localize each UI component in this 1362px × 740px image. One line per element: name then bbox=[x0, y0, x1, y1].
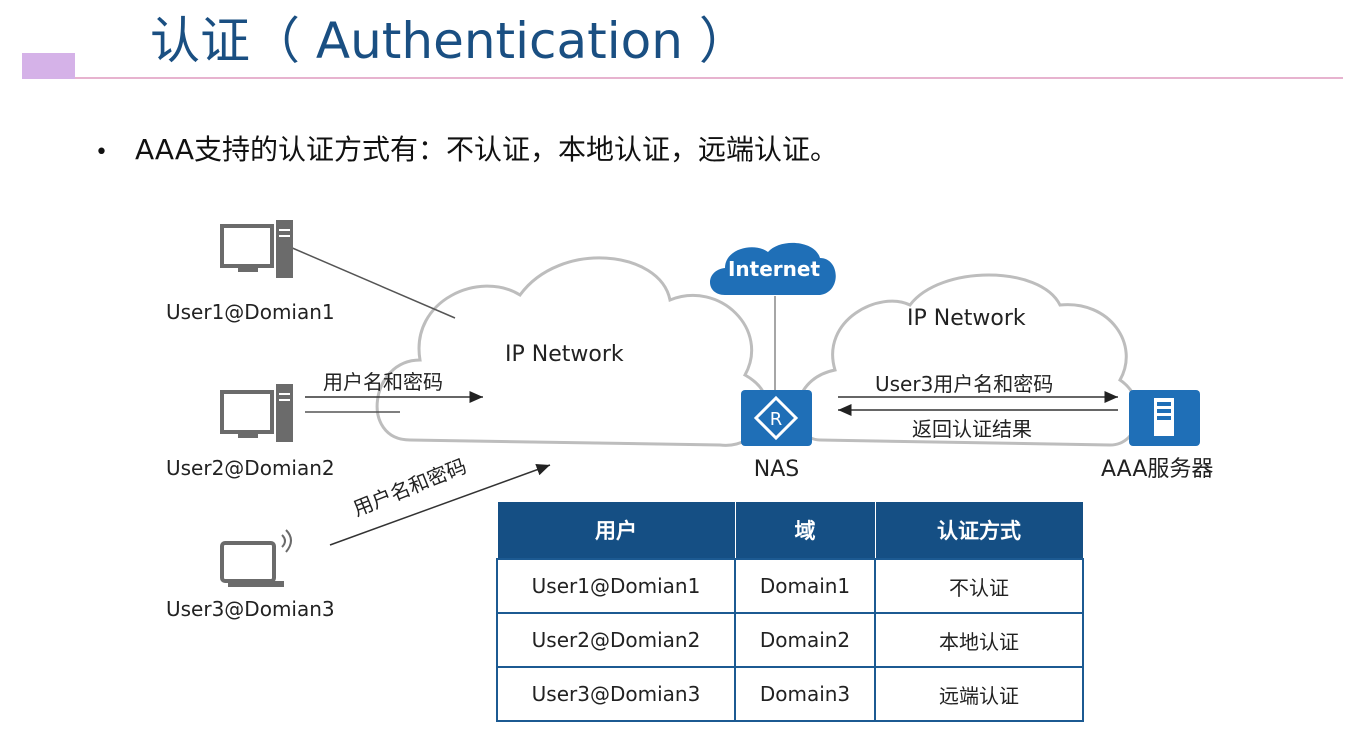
to-server-arrow-label: User3用户名和密码 bbox=[875, 372, 1054, 396]
nas-label: NAS bbox=[753, 457, 800, 482]
cell-domain: Domain2 bbox=[734, 612, 876, 668]
header-auth-method: 认证方式 bbox=[874, 501, 1084, 560]
table-row: User1@Domian1 Domain1 不认证 bbox=[496, 558, 1084, 614]
user1-label: User1@Domian1 bbox=[166, 300, 335, 324]
cell-user: User2@Domian2 bbox=[496, 612, 736, 668]
svg-text:R: R bbox=[770, 409, 783, 430]
table-row: User3@Domian3 Domain3 远端认证 bbox=[496, 666, 1084, 722]
bullet-dot-icon: • bbox=[95, 140, 108, 165]
cell-domain: Domain1 bbox=[734, 558, 876, 614]
table-row: User2@Domian2 Domain2 本地认证 bbox=[496, 612, 1084, 668]
bullet-point: • AAA支持的认证方式有：不认证，本地认证，远端认证。 bbox=[95, 130, 838, 170]
cell-auth-method: 本地认证 bbox=[874, 612, 1084, 668]
cell-user: User1@Domian1 bbox=[496, 558, 736, 614]
user2-computer-icon bbox=[220, 384, 293, 442]
title-accent-block bbox=[22, 53, 75, 79]
aaa-server-icon bbox=[1129, 390, 1200, 446]
cell-user: User3@Domian3 bbox=[496, 666, 736, 722]
right-cloud bbox=[796, 273, 1140, 447]
auth-method-table: 用户 域 认证方式 User1@Domian1 Domain1 不认证 User… bbox=[496, 501, 1084, 722]
header-domain: 域 bbox=[734, 501, 876, 560]
aaa-server-label: AAA服务器 bbox=[1101, 457, 1214, 482]
header-user: 用户 bbox=[496, 501, 736, 560]
user3-label: User3@Domian3 bbox=[166, 597, 335, 621]
cell-auth-method: 远端认证 bbox=[874, 666, 1084, 722]
bullet-text: AAA支持的认证方式有：不认证，本地认证，远端认证。 bbox=[135, 133, 839, 166]
title-underline bbox=[75, 77, 1343, 79]
user1-computer-icon bbox=[220, 220, 293, 278]
user2-label: User2@Domian2 bbox=[166, 456, 335, 480]
page-title: 认证（ Authentication ） bbox=[150, 12, 749, 70]
nas-router-icon: R bbox=[741, 390, 812, 446]
right-cloud-label: IP Network bbox=[907, 306, 1026, 331]
user2-arrow-label: 用户名和密码 bbox=[323, 370, 443, 394]
internet-label: Internet bbox=[727, 257, 821, 281]
table-header-row: 用户 域 认证方式 bbox=[496, 501, 1084, 560]
user3-laptop-icon bbox=[220, 529, 292, 587]
from-server-arrow-label: 返回认证结果 bbox=[912, 417, 1032, 441]
cell-domain: Domain3 bbox=[734, 666, 876, 722]
left-cloud-label: IP Network bbox=[505, 342, 624, 367]
internet-cloud bbox=[710, 242, 836, 295]
cell-auth-method: 不认证 bbox=[874, 558, 1084, 614]
